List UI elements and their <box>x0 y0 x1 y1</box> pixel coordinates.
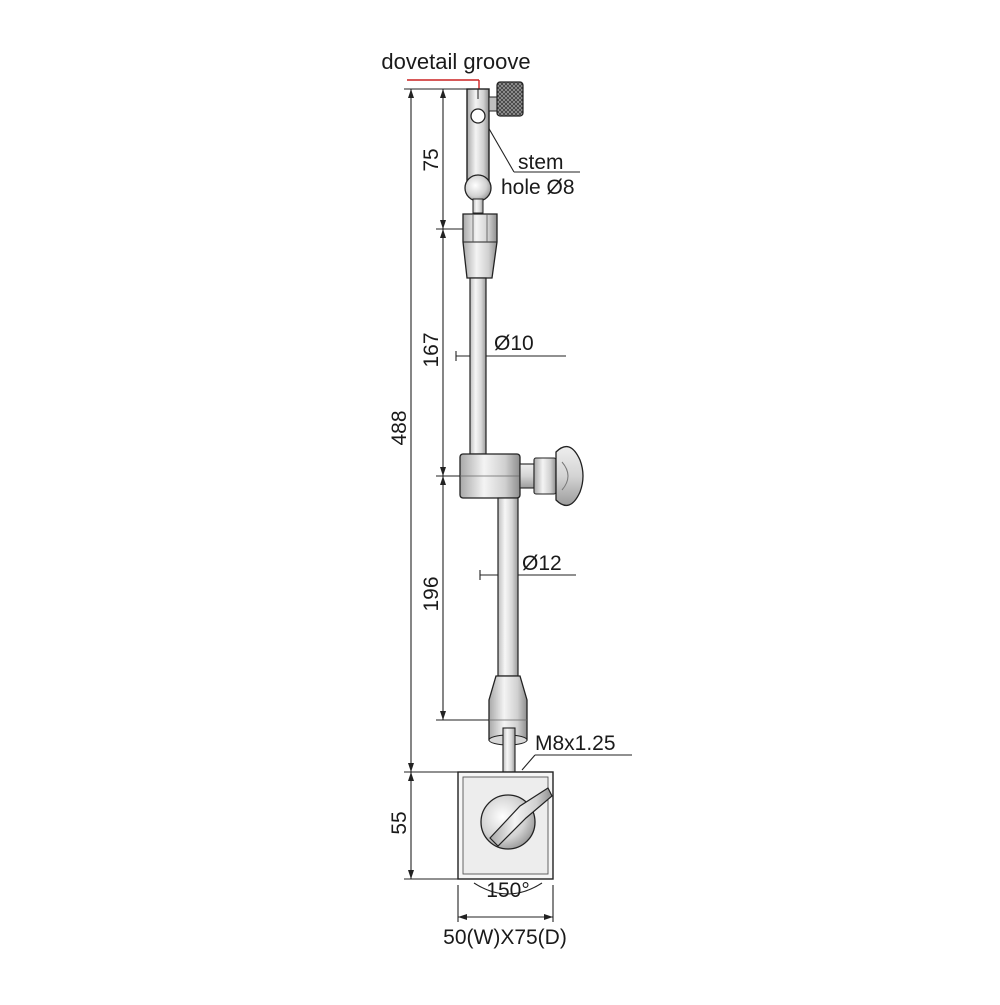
upper-rod-label: 167 <box>420 332 443 367</box>
thread-label: M8x1.25 <box>535 732 616 755</box>
hole-label: hole Ø8 <box>501 176 575 199</box>
angle-label: 150° <box>486 879 529 902</box>
lower-collet <box>488 675 528 773</box>
dovetail-groove-label: dovetail groove <box>381 49 530 74</box>
clamp-knob <box>555 445 584 507</box>
lower-rod-label: 196 <box>420 576 443 611</box>
magnetic-base <box>457 771 554 895</box>
middle-clamp <box>459 445 584 507</box>
upper-collet <box>462 213 498 279</box>
ball-joint-top <box>464 174 492 202</box>
base-height-label: 55 <box>388 811 411 834</box>
stem-hole <box>470 108 486 124</box>
dimension-lines <box>404 79 632 922</box>
switch-lever <box>489 787 553 847</box>
stem-label: stem <box>518 151 564 174</box>
base-size-label: 50(W)X75(D) <box>443 926 567 949</box>
threaded-stud <box>502 727 516 773</box>
lower-rod <box>497 497 519 677</box>
top-clamp <box>464 81 524 214</box>
rod-upper-dia-label: Ø10 <box>494 332 534 355</box>
total-height-label: 488 <box>388 410 411 445</box>
upper-rod <box>469 277 487 455</box>
top-segment-label: 75 <box>420 148 443 171</box>
rod-lower-dia-label: Ø12 <box>522 552 562 575</box>
knurled-knob <box>496 81 524 117</box>
